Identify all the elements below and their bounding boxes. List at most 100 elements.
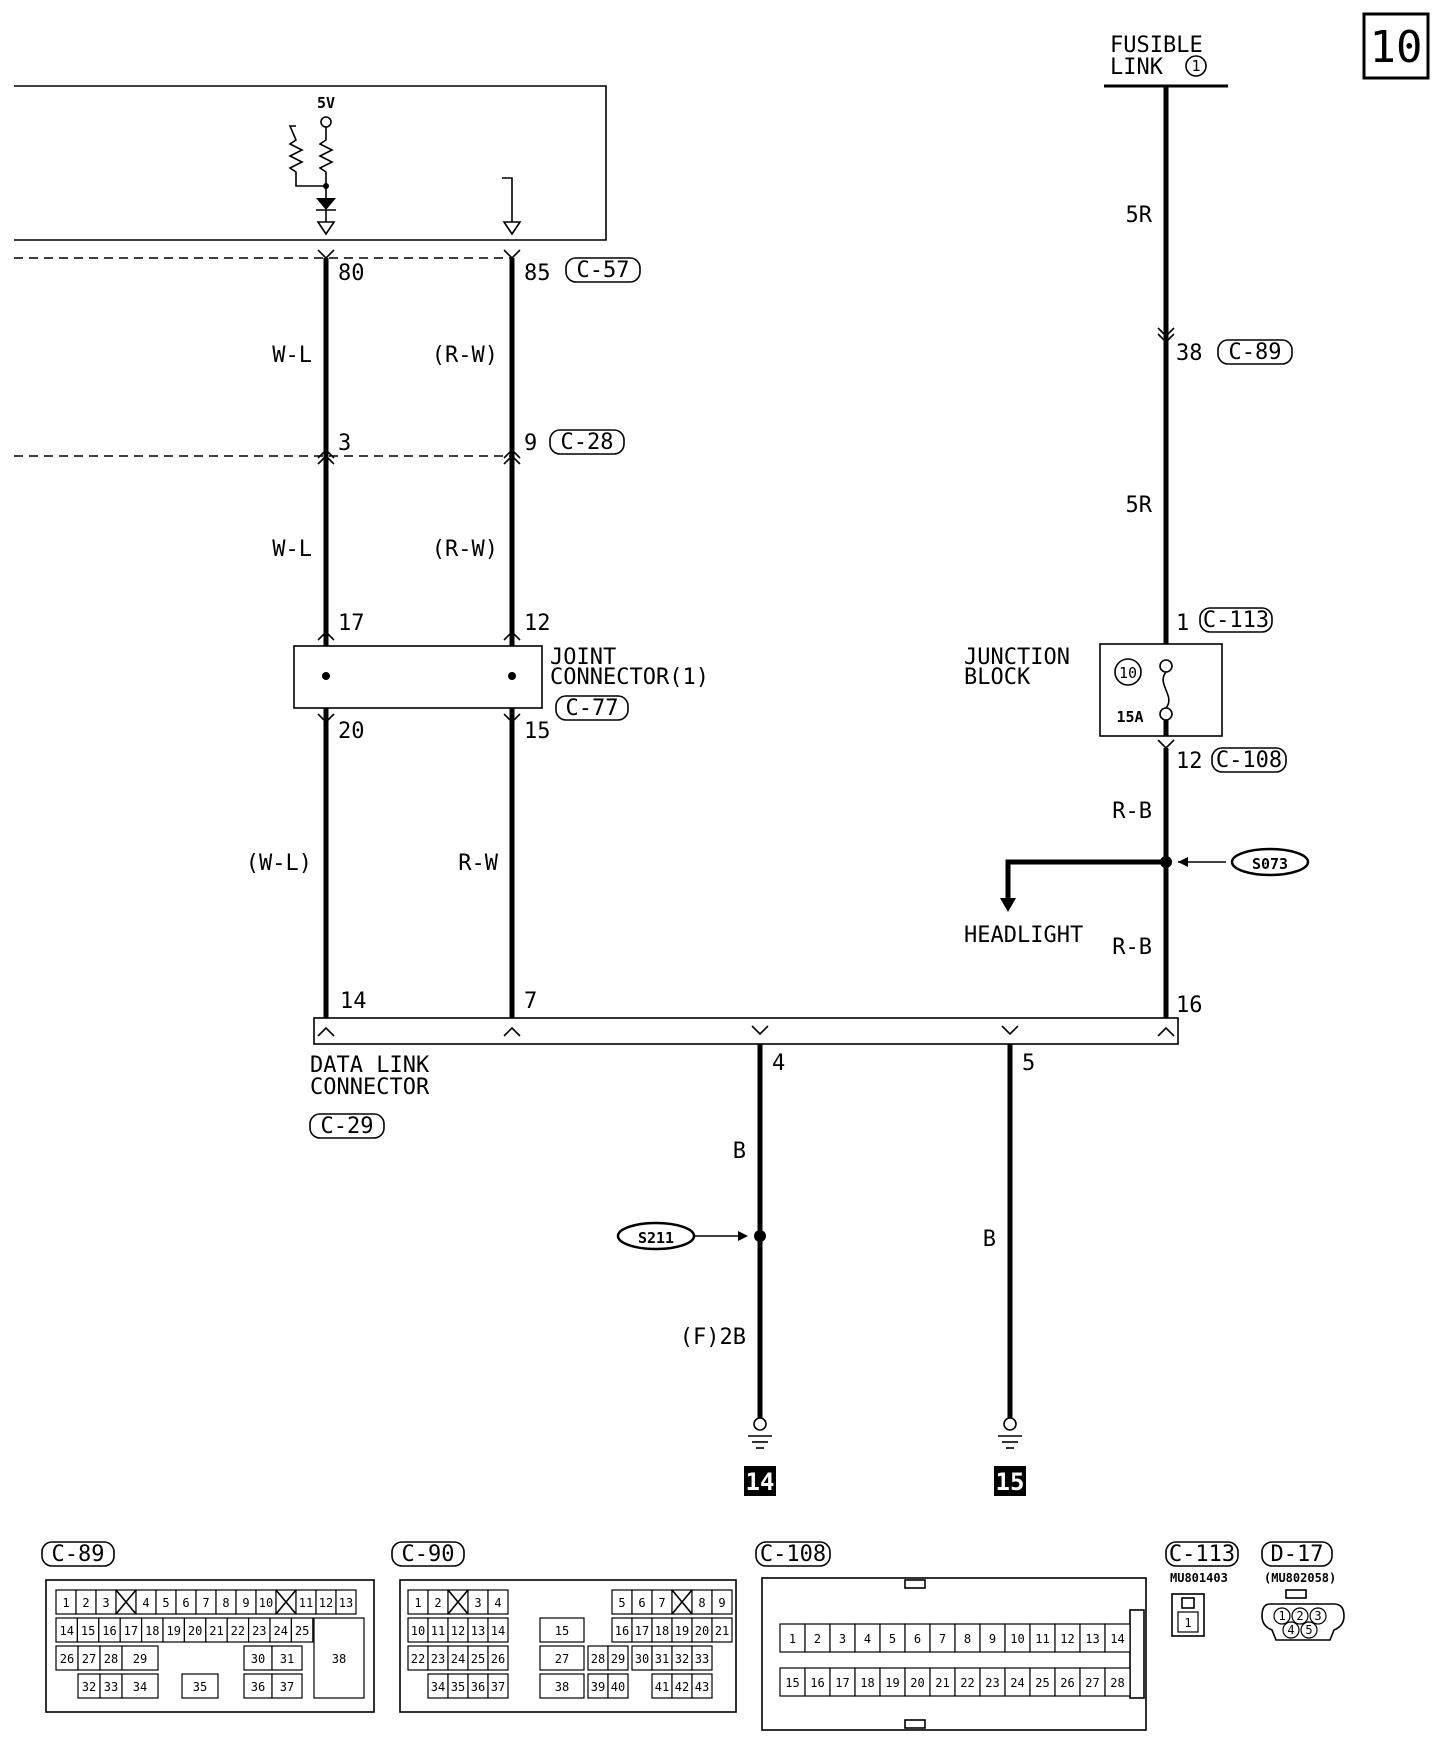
- c89-cavity: 36: [243, 1673, 273, 1699]
- c89-cavity: 29: [121, 1645, 159, 1671]
- c90-pin-label: 33: [695, 1652, 709, 1666]
- c108-pin-label: 24: [1010, 1676, 1024, 1690]
- c90-cavity: 27: [539, 1645, 585, 1671]
- c108-cavity: 14: [1104, 1623, 1131, 1653]
- c90-cavity: 42: [671, 1673, 693, 1699]
- c89-cavity: 32: [77, 1673, 101, 1699]
- c90-pin-label: 21: [715, 1624, 729, 1638]
- pin-14: 14: [340, 989, 367, 1014]
- c90-cavity: 9: [711, 1589, 733, 1615]
- c90-pin-label: 24: [451, 1652, 465, 1666]
- c108-cavity: 6: [904, 1623, 931, 1653]
- ecu-box: 5V: [14, 85, 607, 241]
- junction-block-label-2: BLOCK: [964, 665, 1031, 690]
- c90-cavity: 40: [607, 1673, 629, 1699]
- c89-cavity: 6: [175, 1589, 197, 1615]
- c89-cavity: 24: [269, 1617, 292, 1643]
- c89-cavity: 25: [290, 1617, 314, 1643]
- d17-cavity: 4: [1282, 1621, 1300, 1639]
- c89-cavity: 4: [135, 1589, 157, 1615]
- c108-pin-label: 23: [985, 1676, 999, 1690]
- c89-label: C-89: [52, 1542, 105, 1567]
- c90-pin-label: 32: [675, 1652, 689, 1666]
- page-number-box: 10: [1362, 12, 1430, 80]
- c108-cavity: 26: [1054, 1667, 1081, 1697]
- c108-pin-label: 10: [1010, 1632, 1024, 1646]
- c89-pin-label: 2: [82, 1596, 89, 1610]
- c108-pin-label: 11: [1035, 1632, 1049, 1646]
- dlc-label-2: CONNECTOR: [310, 1075, 430, 1100]
- c89-pin-label: 34: [133, 1680, 147, 1694]
- d17-cavity: 1: [1273, 1607, 1291, 1625]
- c90-pin-label: 11: [431, 1624, 445, 1638]
- fuse-number: 10: [1119, 664, 1137, 682]
- c108-pin-label: 4: [864, 1632, 871, 1646]
- c108-pin-label: 9: [989, 1632, 996, 1646]
- fuse-rating: 15A: [1116, 708, 1143, 726]
- c89-cavity: 19: [162, 1617, 185, 1643]
- c108-cavity: 3: [829, 1623, 856, 1653]
- c90-cavity: 26: [487, 1645, 509, 1671]
- d17-pin-label: 5: [1305, 1623, 1312, 1637]
- c90-pin-label: 12: [451, 1624, 465, 1638]
- pin-1: 1: [1176, 611, 1189, 636]
- connector-c113: C-113 MU801403 1: [1165, 1541, 1239, 1637]
- c89-cavity: 18: [141, 1617, 164, 1643]
- c90-cavity: 17: [631, 1617, 653, 1643]
- c90-cavity: 24: [447, 1645, 469, 1671]
- c89-pin-label: 36: [251, 1680, 265, 1694]
- wire-color-r-w-1: (R-W): [432, 343, 498, 368]
- c90-pin-label: 16: [615, 1624, 629, 1638]
- c90-pin-label: 31: [655, 1652, 669, 1666]
- c108-pin-label: 5: [889, 1632, 896, 1646]
- c108-pin-label: 17: [835, 1676, 849, 1690]
- c89-cavity: 2: [75, 1589, 97, 1615]
- c89-pin-label: 3: [102, 1596, 109, 1610]
- c90-pin-label: 19: [675, 1624, 689, 1638]
- c90-pin-label: 3: [474, 1596, 481, 1610]
- c108-cavity: 16: [804, 1667, 831, 1697]
- c108-cavity: 25: [1029, 1667, 1056, 1697]
- c108-cavity: 1: [779, 1623, 806, 1653]
- c90-cavity: 35: [447, 1673, 469, 1699]
- c89-cavity: 17: [119, 1617, 143, 1643]
- c89-pin-label: 5: [162, 1596, 169, 1610]
- c90-pin-label: 40: [611, 1680, 625, 1694]
- c89-cavity: [115, 1589, 137, 1615]
- c89-cavity: 30: [243, 1645, 273, 1671]
- c89-pin-label: 7: [202, 1596, 209, 1610]
- c89-cavity: 31: [271, 1645, 303, 1671]
- c90-cavity: 10: [407, 1617, 429, 1643]
- c89-cavity: 21: [205, 1617, 228, 1643]
- c90-cavity: 16: [611, 1617, 633, 1643]
- c90-pin-label: 8: [698, 1596, 705, 1610]
- wire-color-w-l-1: W-L: [272, 343, 312, 368]
- c89-pin-label: 31: [280, 1652, 294, 1666]
- c108-pin-label: 15: [785, 1676, 799, 1690]
- c108-pin-label: 8: [964, 1632, 971, 1646]
- conn-c29-label: C-29: [321, 1114, 374, 1139]
- c90-cavity: 22: [407, 1645, 429, 1671]
- pin-17: 17: [338, 611, 365, 636]
- c90-pin-label: 7: [658, 1596, 665, 1610]
- c89-pin-label: 38: [332, 1652, 346, 1666]
- c108-pin-label: 18: [860, 1676, 874, 1690]
- c108-cavity: 11: [1029, 1623, 1056, 1653]
- c89-pin-label: 19: [166, 1624, 180, 1638]
- c108-pin-label: 14: [1110, 1632, 1124, 1646]
- pin-15: 15: [524, 719, 551, 744]
- c89-pin-label: 20: [188, 1624, 202, 1638]
- pin-12-jb: 12: [1176, 749, 1203, 774]
- c89-pin-label: 11: [299, 1596, 313, 1610]
- d17-cavity: 3: [1309, 1607, 1327, 1625]
- c89-pin-label: 29: [133, 1652, 147, 1666]
- c90-cavity: 43: [691, 1673, 713, 1699]
- c90-pin-label: 23: [431, 1652, 445, 1666]
- d17-pin-label: 2: [1296, 1609, 1303, 1623]
- d17-pin-label: 3: [1314, 1609, 1321, 1623]
- c90-pin-label: 30: [635, 1652, 649, 1666]
- c89-pin-label: 8: [222, 1596, 229, 1610]
- c90-cavity: 33: [691, 1645, 713, 1671]
- c108-pin-label: 27: [1085, 1676, 1099, 1690]
